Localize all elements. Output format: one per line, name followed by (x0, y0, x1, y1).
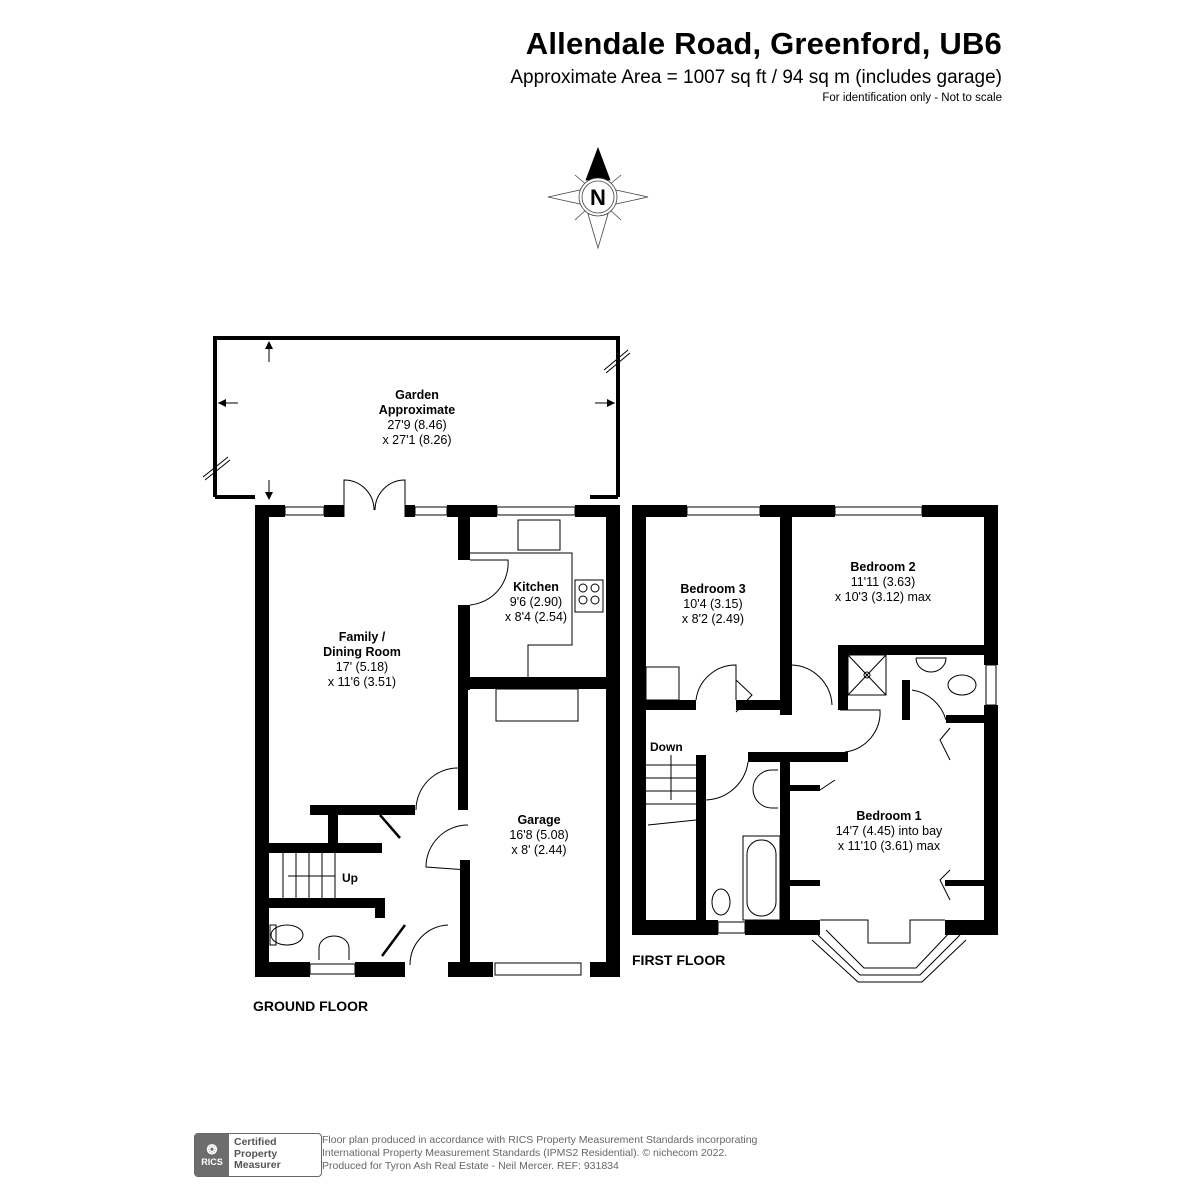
stairs-up-label: Up (342, 871, 358, 885)
room-garden: Garden Approximate 27'9 (8.46) x 27'1 (8… (378, 388, 456, 447)
badge-text: Certified Property Measurer (234, 1136, 281, 1171)
footer-disclaimer: Floor plan produced in accordance with R… (322, 1134, 758, 1172)
scale-disclaimer: For identification only - Not to scale (822, 92, 1002, 104)
rics-certified-badge: ❂ RICS Certified Property Measurer (194, 1133, 322, 1177)
room-garage: Garage 16'8 (5.08) x 8' (2.44) (509, 813, 569, 857)
approximate-area: Approximate Area = 1007 sq ft / 94 sq m … (510, 67, 1002, 88)
first-floor-label: FIRST FLOOR (632, 952, 726, 968)
stairs-down-label: Down (650, 740, 683, 754)
room-kitchen: Kitchen 9'6 (2.90) x 8'4 (2.54) (504, 580, 568, 624)
ground-floor-label: GROUND FLOOR (253, 998, 369, 1014)
property-title: Allendale Road, Greenford, UB6 (525, 26, 1002, 61)
room-bedroom-3: Bedroom 3 10'4 (3.15) x 8'2 (2.49) (680, 582, 746, 626)
room-bedroom-1: Bedroom 1 14'7 (4.45) into bay x 11'10 (… (835, 809, 943, 853)
room-bedroom-2: Bedroom 2 11'11 (3.63) x 10'3 (3.12) max (834, 560, 932, 604)
room-family-dining: Family / Dining Room 17' (5.18) x 11'6 (… (323, 630, 401, 689)
rics-logo-icon: ❂ RICS (195, 1134, 229, 1176)
